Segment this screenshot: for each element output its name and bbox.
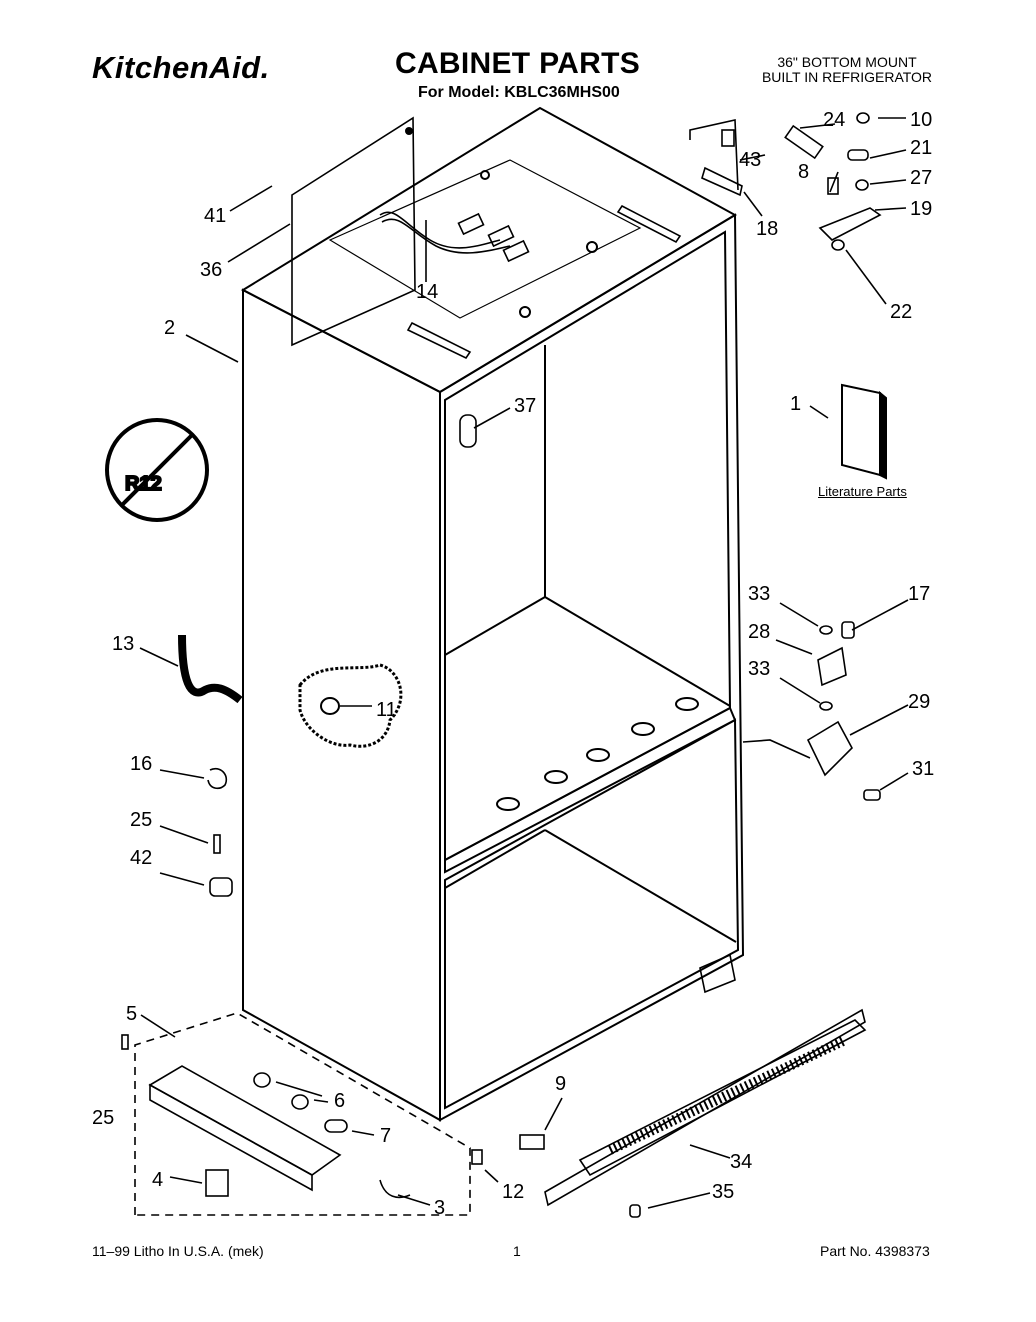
callout-28: 28 bbox=[748, 621, 770, 643]
callout-43: 43 bbox=[739, 149, 761, 171]
callout-numbers: 24 10 43 21 8 27 19 18 22 41 36 14 2 37 … bbox=[92, 109, 934, 1219]
kick-plate-grille-34 bbox=[544, 1008, 867, 1218]
callout-5: 5 bbox=[126, 1003, 137, 1025]
callout-37: 37 bbox=[514, 395, 536, 417]
callout-2: 2 bbox=[164, 317, 175, 339]
callout-8: 8 bbox=[798, 161, 809, 183]
footer-part-number: Part No. 4398373 bbox=[820, 1243, 930, 1259]
callout-6: 6 bbox=[334, 1090, 345, 1112]
no-r12-badge bbox=[105, 418, 209, 522]
callout-34: 34 bbox=[730, 1151, 752, 1173]
callout-33b: 33 bbox=[748, 658, 770, 680]
literature-parts-label: Literature Parts bbox=[818, 484, 907, 499]
plug-11 bbox=[320, 697, 340, 715]
side-hardware bbox=[207, 767, 233, 897]
rear-panel bbox=[291, 116, 416, 347]
callout-36: 36 bbox=[200, 259, 222, 281]
callout-9: 9 bbox=[555, 1073, 566, 1095]
callout-3: 3 bbox=[434, 1197, 445, 1219]
callout-7: 7 bbox=[380, 1125, 391, 1147]
callout-10: 10 bbox=[910, 109, 932, 131]
r12-badge-text: R12 bbox=[125, 473, 162, 495]
callout-42: 42 bbox=[130, 847, 152, 869]
page-title: CABINET PARTS bbox=[395, 47, 641, 80]
callout-25b: 25 bbox=[92, 1107, 114, 1129]
callout-13: 13 bbox=[112, 633, 134, 655]
callout-22: 22 bbox=[890, 301, 912, 323]
model-line: For Model: KBLC36MHS00 bbox=[418, 84, 620, 101]
cutaway-11 bbox=[298, 663, 403, 748]
middle-hinge-hardware bbox=[742, 621, 881, 801]
cabinet-body bbox=[240, 106, 745, 1122]
callout-18: 18 bbox=[756, 218, 778, 240]
brand-logo: KitchenAid. bbox=[92, 50, 270, 85]
callout-24: 24 bbox=[823, 109, 845, 131]
callout-25a: 25 bbox=[130, 809, 152, 831]
callout-35: 35 bbox=[712, 1181, 734, 1203]
callout-17: 17 bbox=[908, 583, 930, 605]
callout-27: 27 bbox=[910, 167, 932, 189]
callout-16: 16 bbox=[130, 753, 152, 775]
footer-print-info: 11–99 Litho In U.S.A. (mek) bbox=[92, 1243, 264, 1259]
callout-41: 41 bbox=[204, 205, 226, 227]
top-hinge-hardware bbox=[784, 112, 882, 251]
callout-12: 12 bbox=[502, 1181, 524, 1203]
top-hinge-bracket bbox=[689, 119, 743, 197]
front-lower-assembly-5 bbox=[121, 1012, 545, 1216]
callout-31: 31 bbox=[912, 758, 934, 780]
callout-29: 29 bbox=[908, 691, 930, 713]
footer-page-number: 1 bbox=[513, 1243, 521, 1259]
callout-14: 14 bbox=[416, 281, 438, 303]
callout-19: 19 bbox=[910, 198, 932, 220]
callout-33a: 33 bbox=[748, 583, 770, 605]
product-subtitle: 36" BOTTOM MOUNT BUILT IN REFRIGERATOR bbox=[752, 55, 942, 85]
leader-lines bbox=[139, 117, 909, 1209]
callout-11: 11 bbox=[376, 699, 397, 721]
callout-4: 4 bbox=[152, 1169, 163, 1191]
drain-tube-13 bbox=[178, 634, 243, 704]
subtitle-line-1: 36" BOTTOM MOUNT bbox=[777, 54, 917, 70]
literature-parts-booklet bbox=[841, 383, 887, 480]
callout-1: 1 bbox=[790, 393, 801, 415]
wire-harness-14 bbox=[379, 211, 530, 263]
subtitle-line-2: BUILT IN REFRIGERATOR bbox=[761, 69, 933, 85]
callout-21: 21 bbox=[910, 137, 932, 159]
hole-plug-37 bbox=[459, 414, 477, 448]
